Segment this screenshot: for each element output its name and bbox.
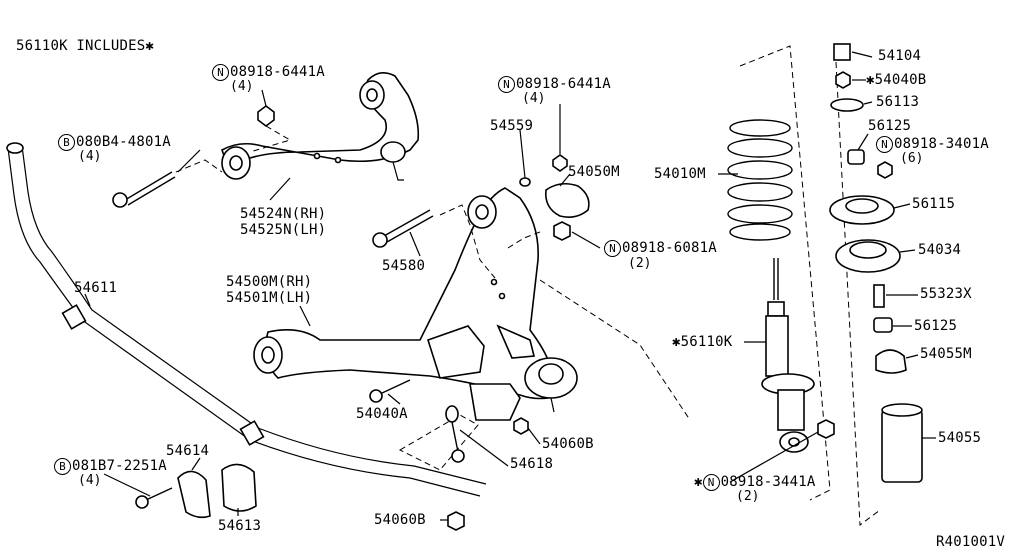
label-56110K[interactable]: ✱56110K — [672, 334, 733, 350]
bolt-2251-icon — [135, 487, 173, 509]
qty-nut-3401: (6) — [900, 151, 924, 166]
label-54614[interactable]: 54614 — [166, 443, 210, 459]
bolt-54040A-icon — [369, 379, 411, 403]
qty-nut-6081: (2) — [628, 256, 652, 271]
stabilizer-bar — [6, 142, 487, 497]
part-55323X-icon — [873, 284, 885, 308]
label-54613[interactable]: 54613 — [218, 518, 262, 534]
nut-3401-icon — [877, 161, 893, 179]
drawing-reference: R401001V — [936, 534, 1006, 550]
label-56125-bot[interactable]: 56125 — [914, 318, 958, 334]
label-54060B-lower[interactable]: 54060B — [374, 512, 426, 528]
label-56125-top[interactable]: 56125 — [868, 118, 912, 134]
part-54055M-icon — [875, 349, 907, 374]
link-54618-icon — [445, 405, 465, 463]
bolt-upper-arm-icon — [112, 171, 176, 208]
qty-bolt-upper-arm: (4) — [78, 149, 102, 164]
label-54050M[interactable]: 54050M — [568, 164, 620, 180]
label-54580[interactable]: 54580 — [382, 258, 426, 274]
label-upper-arm-rh[interactable]: 54524N(RH) — [240, 206, 327, 222]
label-54618[interactable]: 54618 — [510, 456, 554, 472]
leader-lines — [84, 51, 936, 521]
nut-mid-icon — [552, 154, 568, 172]
nut-54060B-upper-icon — [513, 417, 529, 435]
qty-nut-3441: (2) — [736, 489, 760, 504]
nut-6081-icon — [553, 221, 571, 241]
label-56115[interactable]: 56115 — [912, 196, 956, 212]
label-54104[interactable]: 54104 — [878, 48, 922, 64]
label-upper-arm-lh[interactable]: 54525N(LH) — [240, 222, 327, 238]
label-54040B[interactable]: ✱54040B — [866, 72, 927, 88]
bushing-54613-icon — [221, 463, 257, 512]
washer-56113-icon — [830, 98, 864, 112]
washer-54559-icon — [519, 177, 531, 187]
label-54559[interactable]: 54559 — [490, 118, 534, 134]
part-54104-icon — [833, 43, 851, 61]
label-54034[interactable]: 54034 — [918, 242, 962, 258]
label-56113[interactable]: 56113 — [876, 94, 920, 110]
label-54055[interactable]: 54055 — [938, 430, 982, 446]
label-54055M[interactable]: 54055M — [920, 346, 972, 362]
shock-absorber — [761, 258, 815, 453]
label-55323X[interactable]: 55323X — [920, 286, 972, 302]
clamp-54614-icon — [177, 470, 211, 519]
mount-56115-icon — [829, 195, 895, 225]
label-54060B-upper[interactable]: 54060B — [542, 436, 594, 452]
qty-nut-mid: (4) — [522, 91, 546, 106]
bumper-54050M-icon — [544, 182, 590, 218]
label-54040A[interactable]: 54040A — [356, 406, 408, 422]
label-lower-arm-rh[interactable]: 54500M(RH) — [226, 274, 313, 290]
qty-nut-upper-arm: (4) — [230, 79, 254, 94]
upper-control-arm — [221, 72, 420, 181]
nut-3441-icon — [817, 419, 835, 439]
label-54010M[interactable]: 54010M — [654, 166, 706, 182]
seat-54034-icon — [835, 239, 901, 273]
label-lower-arm-lh[interactable]: 54501M(LH) — [226, 290, 313, 306]
lower-control-arm — [253, 187, 578, 421]
bolt-54580-icon — [372, 209, 434, 248]
bushing-56125-bot-icon — [873, 317, 893, 333]
nut-54040B-icon — [835, 71, 851, 89]
nut-54060B-lower-icon — [447, 511, 465, 531]
qty-bolt-2251: (4) — [78, 473, 102, 488]
includes-note: 56110K INCLUDES✱ — [16, 38, 155, 54]
label-54611[interactable]: 54611 — [74, 280, 118, 296]
coil-spring — [727, 119, 793, 241]
nut-upper-arm-icon — [257, 105, 275, 127]
boot-54055-icon — [881, 403, 923, 483]
bushing-56125-top-icon — [847, 149, 865, 165]
